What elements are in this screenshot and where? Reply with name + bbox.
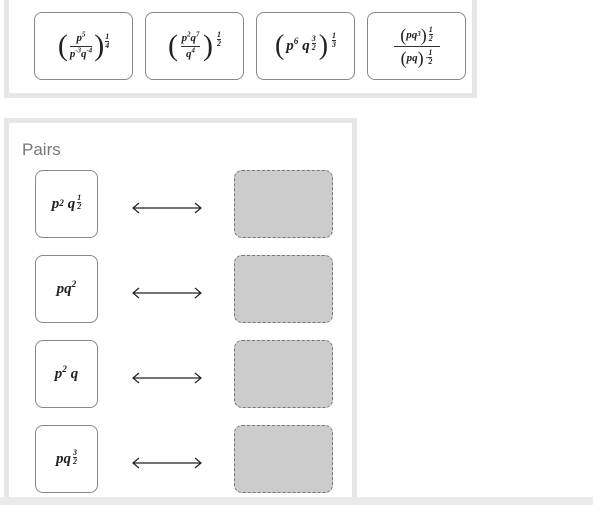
double-arrow-icon	[132, 457, 202, 469]
double-arrow-icon	[132, 202, 202, 214]
bottom-scroll-strip	[0, 497, 593, 505]
double-arrow-icon	[132, 287, 202, 299]
pair-left-2: pq2	[35, 255, 98, 323]
drop-zone-3[interactable]	[234, 340, 333, 408]
pair-left-3: p2 q	[35, 340, 98, 408]
pairs-title: Pairs	[22, 140, 61, 159]
double-arrow-icon	[132, 372, 202, 384]
drop-zone-1[interactable]	[234, 170, 333, 238]
drop-zone-2[interactable]	[234, 255, 333, 323]
drop-zone-4[interactable]	[234, 425, 333, 493]
